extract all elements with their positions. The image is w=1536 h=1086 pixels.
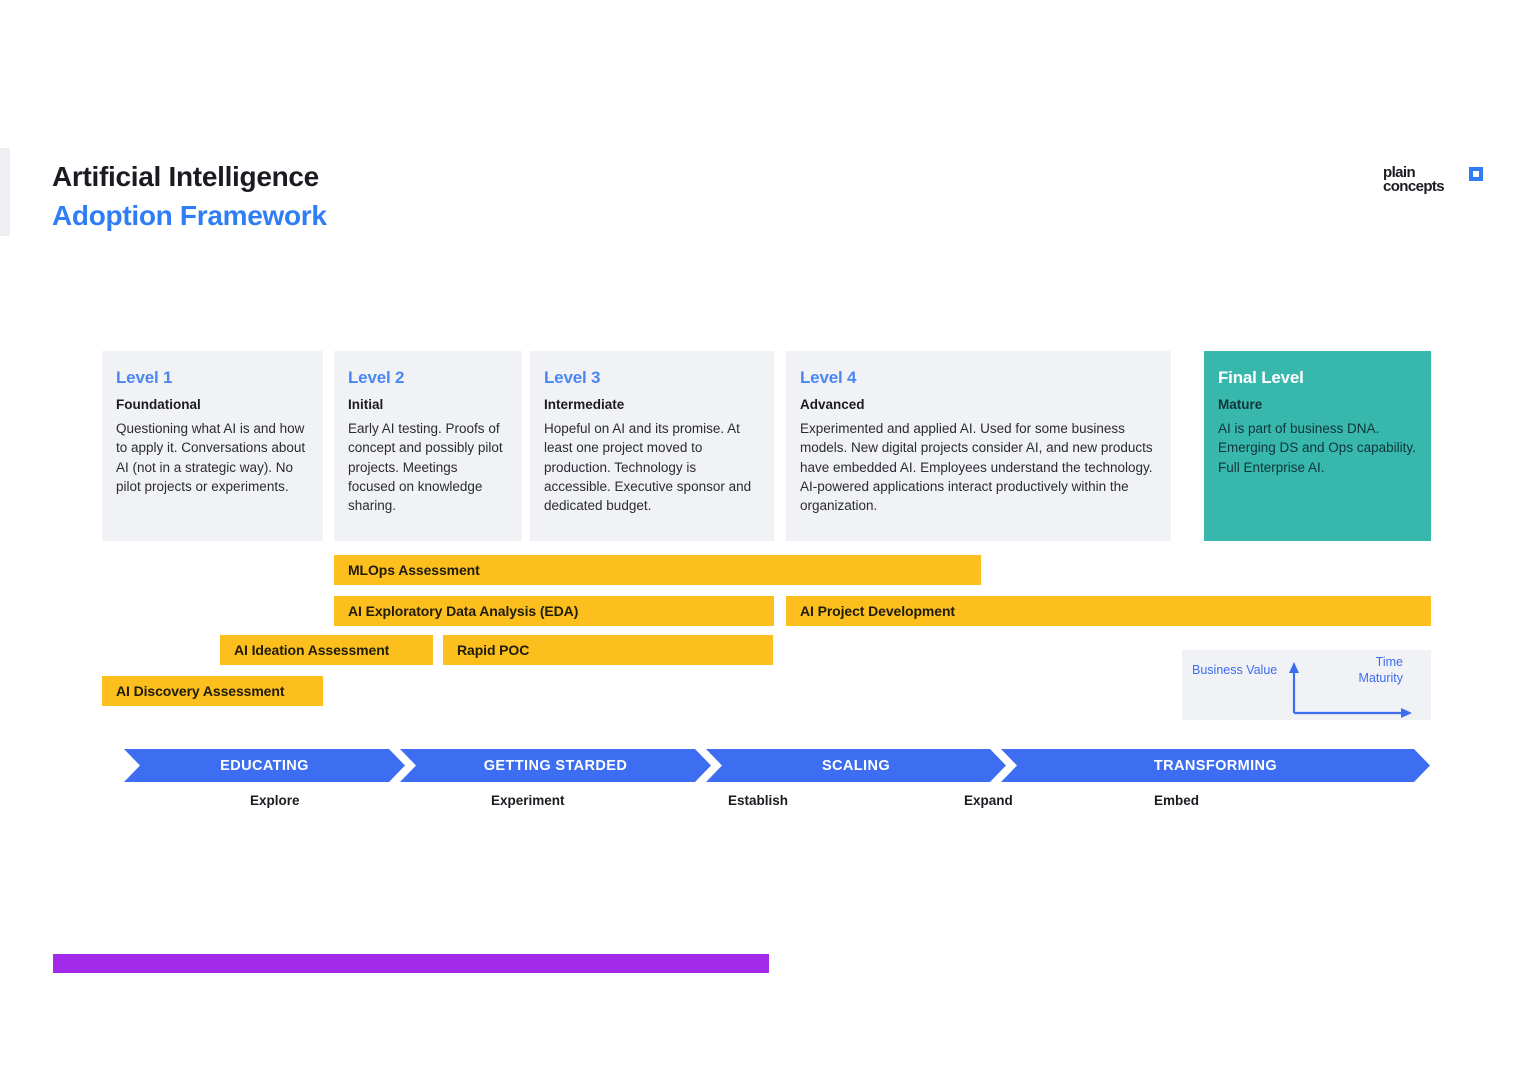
stage-label-experiment: Experiment [491, 793, 565, 808]
brand-logo: plain concepts [1383, 164, 1483, 198]
level-card-final-name: Final Level [1218, 368, 1304, 387]
brand-logo-line-2: concepts [1383, 178, 1445, 196]
service-bar-rapid-poc-label: Rapid POC [457, 642, 530, 658]
phase-chevron-transforming[interactable]: TRANSFORMING [1001, 749, 1430, 782]
level-card-2: Level 2 Initial Early AI testing. Proofs… [334, 351, 522, 541]
footer-accent-bar [53, 954, 769, 973]
phase-chevron-getting-starded-label: GETTING STARDED [483, 757, 628, 774]
level-card-2-stage: Initial [348, 397, 384, 412]
service-bar-ai-project-development-label: AI Project Development [800, 603, 955, 619]
level-card-3: Level 3 Intermediate Hopeful on AI and i… [530, 351, 774, 541]
page-title-line-1: Artificial Intelligence [52, 161, 319, 192]
service-bar-rapid-poc: Rapid POC [443, 635, 773, 665]
level-card-1-name: Level 1 [116, 368, 173, 387]
service-bar-mlops-assessment-label: MLOps Assessment [348, 562, 480, 578]
axis-legend-arrows-icon [1289, 662, 1412, 718]
service-bar-ai-discovery-assessment-label: AI Discovery Assessment [116, 683, 285, 699]
level-card-final: Final Level Mature AI is part of busines… [1204, 351, 1431, 541]
phase-chevron-transforming-label: TRANSFORMING [1153, 757, 1278, 774]
phase-chevron-scaling-label: SCALING [821, 757, 891, 774]
stage-label-explore: Explore [250, 793, 300, 808]
axis-legend-x-label: Time Maturity [1358, 655, 1403, 685]
service-bar-ai-eda-label: AI Exploratory Data Analysis (EDA) [348, 603, 579, 619]
level-card-1-description: Questioning what AI is and how to apply … [116, 421, 306, 494]
level-card-2-name: Level 2 [348, 368, 405, 387]
brand-logo-line-1: plain [1383, 164, 1416, 181]
stage-label-expand: Expand [964, 793, 1013, 808]
level-card-final-description: AI is part of business DNA. Emerging DS … [1218, 421, 1416, 475]
level-card-4-name: Level 4 [800, 368, 857, 387]
service-bar-ai-ideation-assessment: AI Ideation Assessment [220, 635, 433, 665]
level-card-4-stage: Advanced [800, 397, 865, 412]
stage-label-embed: Embed [1154, 793, 1200, 808]
level-card-final-stage: Mature [1218, 397, 1263, 412]
header-accent-bar [0, 148, 10, 236]
page-title: Artificial Intelligence Adoption Framewo… [52, 160, 327, 232]
phase-chevron-educating[interactable]: EDUCATING [124, 749, 405, 782]
level-card-3-name: Level 3 [544, 368, 601, 387]
page-title-line-2: Adoption Framework [52, 200, 327, 232]
level-card-1: Level 1 Foundational Questioning what AI… [102, 351, 323, 541]
level-card-2-description: Early AI testing. Proofs of concept and … [348, 421, 503, 514]
stage-label-establish: Establish [728, 793, 789, 808]
level-card-4-description: Experimented and applied AI. Used for so… [800, 421, 1153, 514]
phase-chevron-scaling[interactable]: SCALING [706, 749, 1006, 782]
phase-chevron-educating-label: EDUCATING [220, 757, 309, 774]
phase-chevron-getting-starded[interactable]: GETTING STARDED [400, 749, 711, 782]
service-bar-ai-ideation-assessment-label: AI Ideation Assessment [234, 642, 390, 658]
phase-chevron-bar: EDUCATING GETTING STARDED SCALING TRANSF… [124, 749, 1430, 782]
axis-legend-box: Business Value Time Maturity [1182, 650, 1431, 720]
level-card-4: Level 4 Advanced Experimented and applie… [786, 351, 1171, 541]
level-card-3-stage: Intermediate [544, 397, 625, 412]
axis-legend-y-label: Business Value [1192, 663, 1278, 677]
service-bar-ai-project-development: AI Project Development [786, 596, 1431, 626]
level-card-3-description: Hopeful on AI and its promise. At least … [544, 421, 752, 514]
level-card-1-stage: Foundational [116, 397, 201, 412]
service-bar-mlops-assessment: MLOps Assessment [334, 555, 981, 585]
brand-logo-square-icon [1469, 167, 1483, 181]
service-bar-ai-eda: AI Exploratory Data Analysis (EDA) [334, 596, 774, 626]
service-bar-ai-discovery-assessment: AI Discovery Assessment [102, 676, 323, 706]
